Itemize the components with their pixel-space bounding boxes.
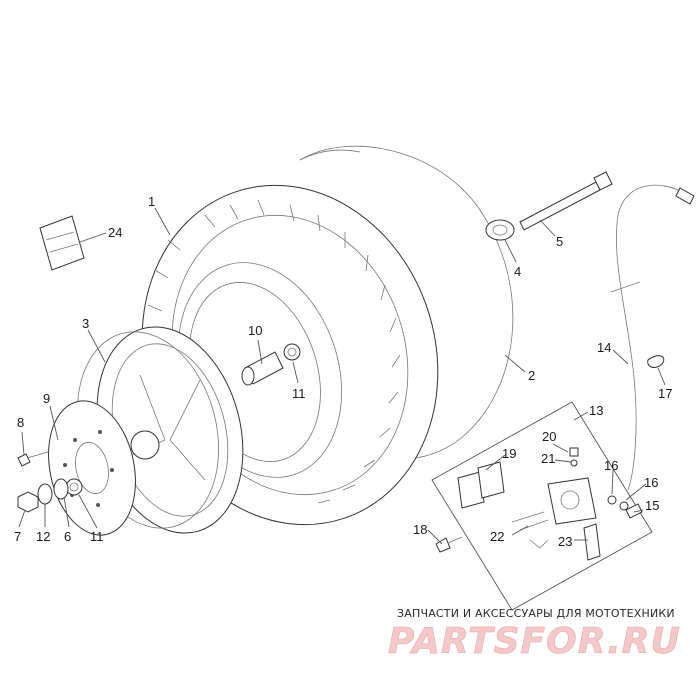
part-15-banjo-bolt <box>625 503 643 519</box>
part-21-bleed-screw <box>570 459 578 467</box>
callout-16-b: 16 <box>644 475 658 490</box>
callout-6: 6 <box>64 529 71 544</box>
watermark: ЗАПЧАСТИ И АКСЕССУАРЫ ДЛЯ МОТОТЕХНИКИ PA… <box>388 607 681 662</box>
part-16-washer-b <box>619 501 629 511</box>
part-13-caliper-assembly <box>431 401 653 611</box>
callout-2: 2 <box>528 368 535 383</box>
part-11-bearing-upper <box>283 343 301 361</box>
leader-lines <box>18 207 666 545</box>
callout-5: 5 <box>556 234 563 249</box>
callout-14: 14 <box>597 340 611 355</box>
part-7-nut <box>17 491 39 513</box>
callout-16-a: 16 <box>604 458 618 473</box>
part-2-disc-cover <box>299 145 514 460</box>
part-5-axle <box>519 171 613 231</box>
caliper-body <box>547 477 597 525</box>
callout-21: 21 <box>541 451 555 466</box>
callout-22: 22 <box>490 529 504 544</box>
part-4-speedo-drive <box>485 219 515 241</box>
callout-18: 18 <box>413 522 427 537</box>
callout-4: 4 <box>514 264 521 279</box>
part-8-bolt <box>17 451 49 467</box>
part-18-caliper-bolt <box>435 536 463 553</box>
part-6-spacer <box>53 478 69 500</box>
callout-10: 10 <box>248 323 262 338</box>
part-11-bearing-lower <box>65 478 83 496</box>
callout-17: 17 <box>658 386 672 401</box>
callout-24: 24 <box>108 225 122 240</box>
callout-13: 13 <box>589 403 603 418</box>
callout-1: 1 <box>148 194 155 209</box>
part-17-clip <box>647 355 665 368</box>
watermark-tagline: ЗАПЧАСТИ И АКСЕССУАРЫ ДЛЯ МОТОТЕХНИКИ <box>397 607 675 620</box>
callout-15: 15 <box>645 498 659 513</box>
part-19-brake-pads <box>457 461 505 509</box>
watermark-brand: PARTSFOR.RU <box>388 621 681 662</box>
part-12-washer <box>37 483 53 505</box>
callout-labels: 1 2 3 4 5 6 7 8 9 10 11 11 12 13 14 15 1… <box>14 194 672 549</box>
callout-23: 23 <box>558 534 572 549</box>
callout-9: 9 <box>43 391 50 406</box>
callout-20: 20 <box>542 429 556 444</box>
callout-8: 8 <box>17 415 24 430</box>
callout-12: 12 <box>36 529 50 544</box>
callout-19: 19 <box>502 446 516 461</box>
part-22-pad-pins <box>511 511 549 549</box>
part-14-brake-hose <box>610 184 695 491</box>
part-9-brake-disc <box>48 400 136 536</box>
callout-11-lower: 11 <box>90 529 104 544</box>
callout-7: 7 <box>14 529 21 544</box>
part-24-decal <box>39 215 85 271</box>
part-10-spacer <box>241 351 284 386</box>
callout-11-upper: 11 <box>292 386 306 401</box>
part-16-washer-a <box>607 495 617 505</box>
part-23-pad-spring <box>583 523 601 561</box>
callout-3: 3 <box>82 316 89 331</box>
part-20-bleed-cap <box>569 447 579 457</box>
